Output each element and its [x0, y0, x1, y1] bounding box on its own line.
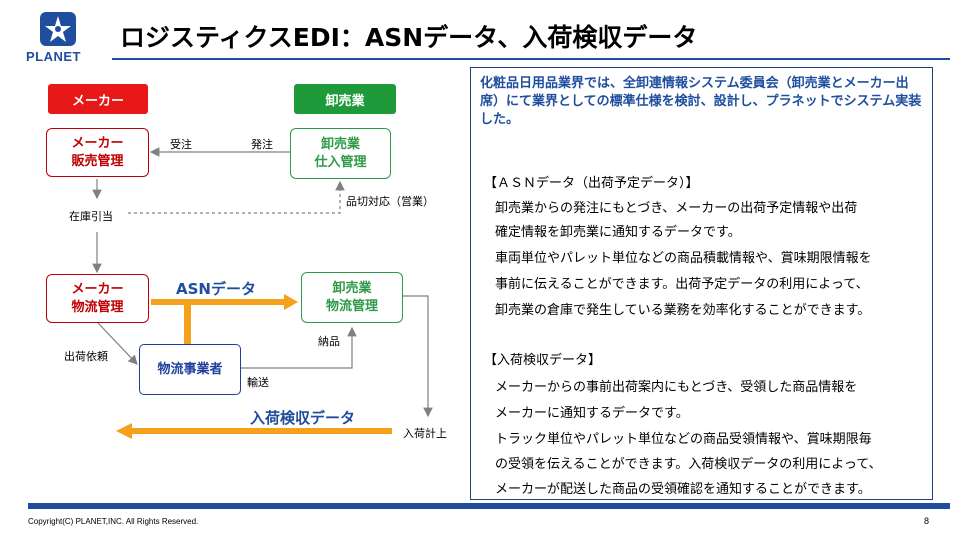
maker-logistics-node: メーカー 物流管理 [46, 274, 149, 323]
node-line: 仕入管理 [314, 154, 367, 170]
receipt-arrow-head [116, 423, 132, 439]
receipt-line: メーカーに通知するデータです。 [495, 406, 689, 421]
description-panel: 化粧品日用品業界では、全卸連情報システム委員会（卸売業とメーカー出席）にて業界と… [470, 67, 933, 500]
asn-line: 確定情報を卸売業に通知するデータです。 [495, 225, 741, 240]
panel-intro: 化粧品日用品業界では、全卸連情報システム委員会（卸売業とメーカー出席）にて業界と… [480, 76, 922, 127]
asn-arrow-head [284, 294, 298, 310]
node-line: メーカー [71, 281, 124, 297]
transport-label: 輸送 [247, 376, 269, 389]
title-underline [112, 58, 950, 60]
receipt-line: の受領を伝えることができます。入荷検収データの利用によって、 [495, 457, 882, 472]
node-line: 販売管理 [71, 153, 124, 169]
maker-sales-node: メーカー 販売管理 [46, 128, 149, 177]
maker-header: メーカー [48, 84, 148, 114]
wholesale-purchase-node: 卸売業 仕入管理 [290, 128, 391, 179]
logo-text: PLANET [26, 49, 81, 64]
receipt-line: トラック単位やパレット単位などの商品受領情報や、賞味期限毎 [495, 432, 872, 447]
node-line: 物流管理 [71, 299, 124, 315]
asn-line: 車両単位やパレット単位などの商品積載情報や、賞味期限情報を [495, 251, 872, 266]
shortage-label: 品切対応（営業） [346, 195, 434, 208]
wholesale-header: 卸売業 [294, 84, 396, 114]
node-line: 物流管理 [325, 298, 378, 314]
carrier-node: 物流事業者 [139, 344, 241, 395]
wholesale-logistics-node: 卸売業 物流管理 [301, 272, 403, 323]
page-number: 8 [924, 516, 930, 526]
node-line: 卸売業 [320, 136, 360, 152]
asn-line: 卸売業からの発注にもとづき、メーカーの出荷予定情報や出荷 [495, 201, 858, 216]
order-received-label: 受注 [170, 138, 192, 151]
receipt-line: メーカーが配送した商品の受領確認を通知することができます。 [495, 482, 871, 497]
receipt-posting-arrow [403, 295, 433, 418]
node-line: 卸売業 [332, 280, 372, 296]
delivery-label: 納品 [318, 335, 340, 348]
page-title: ロジスティクスEDI：ASNデータ、入荷検収データ [120, 23, 698, 52]
planet-star-icon [40, 12, 76, 46]
delivery-arrow [240, 326, 357, 369]
shortage-dashed-arrow [128, 180, 345, 214]
asn-line: 事前に伝えることができます。出荷予定データの利用によって、 [495, 277, 869, 292]
order-placed-label: 発注 [251, 138, 273, 151]
receipt-section-title: 【入荷検収データ】 [484, 353, 602, 368]
asn-data-label: ASNデータ [176, 280, 256, 298]
asn-connector [184, 302, 191, 344]
shipping-request-label: 出荷依頼 [64, 350, 108, 363]
asn-section-title: 【ＡＳＮデータ（出荷予定データ）】 [484, 176, 699, 191]
receipt-line: メーカーからの事前出荷案内にもとづき、受領した商品情報を [495, 380, 858, 395]
receipt-data-label: 入荷検収データ [250, 409, 356, 427]
stock-allocation-label: 在庫引当 [69, 210, 113, 223]
shipping-request-arrow [97, 322, 138, 365]
footer-bar [28, 503, 950, 509]
receipt-posting-label: 入荷計上 [403, 427, 447, 440]
copyright: Copyright(C) PLANET,INC. All Rights Rese… [28, 517, 199, 526]
node-line: 物流事業者 [157, 361, 223, 377]
node-line: メーカー [71, 135, 124, 151]
planet-logo: PLANET [16, 10, 102, 68]
asn-line: 卸売業の倉庫で発生している業務を効率化することができます。 [495, 303, 871, 318]
